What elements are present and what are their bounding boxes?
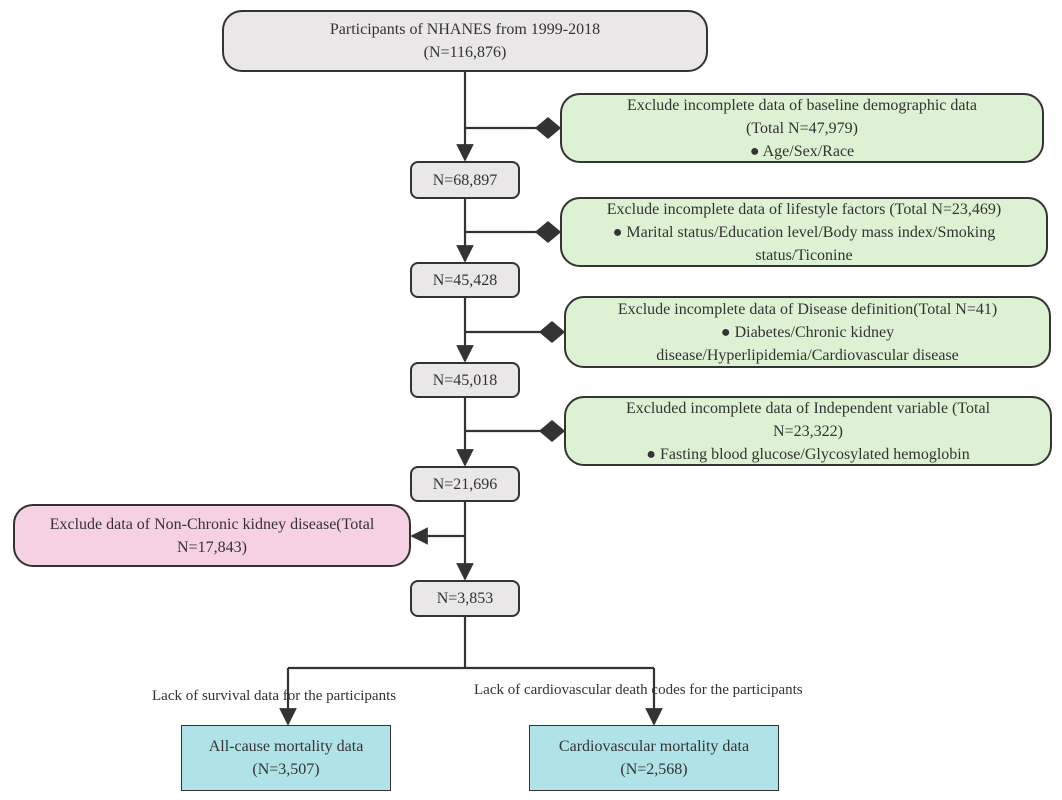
count-box-5: N=3,853	[410, 580, 520, 617]
count-box-2: N=45,428	[410, 262, 520, 298]
participants-count: (N=116,876)	[423, 44, 507, 61]
participants-title: Participants of NHANES from 1999-2018	[329, 21, 601, 38]
count-box-1: N=68,897	[410, 161, 520, 199]
exclusion-box-demographic: Exclude incomplete data of baseline demo…	[560, 93, 1044, 163]
exclusion-box-variable: Excluded incomplete data of Independent …	[564, 396, 1052, 466]
outcome-box-cardiovascular: Cardiovascular mortality data (N=2,568)	[529, 725, 779, 791]
outcome-box-all-cause: All-cause mortality data (N=3,507)	[181, 725, 391, 791]
count-box-4: N=21,696	[410, 466, 520, 502]
exclusion-box-disease: Exclude incomplete data of Disease defin…	[564, 296, 1051, 368]
branch-right-label: Lack of cardiovascular death codes for t…	[474, 682, 803, 698]
participants-box: Participants of NHANES from 1999-2018 (N…	[222, 10, 708, 72]
exclusion-box-lifestyle: Exclude incomplete data of lifestyle fac…	[560, 197, 1048, 267]
exclusion-box-ckd: Exclude data of Non-Chronic kidney disea…	[13, 504, 411, 567]
count-box-3: N=45,018	[410, 362, 520, 398]
branch-left-label: Lack of survival data for the participan…	[152, 688, 397, 704]
